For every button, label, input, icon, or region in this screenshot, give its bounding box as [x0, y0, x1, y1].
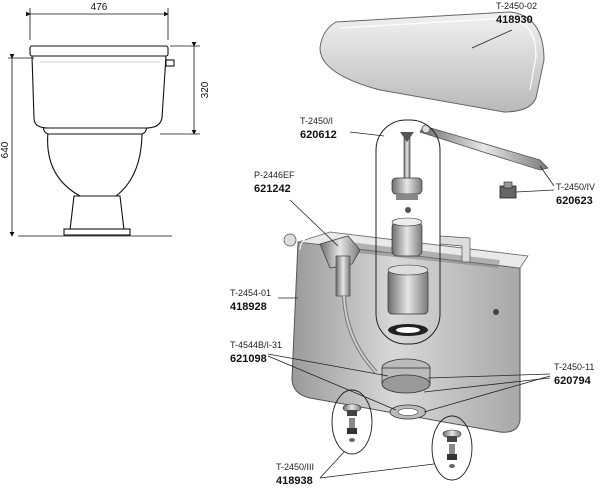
svg-text:418930: 418930	[496, 14, 533, 26]
leader-lines	[267, 29, 555, 479]
svg-text:T-2450/III: T-2450/III	[276, 462, 314, 472]
svg-text:621242: 621242	[254, 183, 291, 195]
dim-total-height: 640	[0, 141, 11, 158]
svg-text:T-2450/I: T-2450/I	[300, 116, 333, 126]
dim-width: 476	[91, 2, 108, 13]
dim-tank-height: 320	[200, 81, 211, 98]
svg-text:620623: 620623	[556, 195, 593, 207]
svg-text:T-2450-11: T-2450-11	[554, 362, 594, 372]
label-tank: T-2454-01 418928	[230, 288, 271, 313]
svg-text:418928: 418928	[230, 301, 267, 313]
svg-text:T-2450/IV: T-2450/IV	[556, 182, 595, 192]
label-lever-clip: T-2450/IV 620623	[556, 182, 595, 207]
svg-text:T-2450-02: T-2450-02	[496, 1, 537, 11]
svg-text:T-4544B/I-31: T-4544B/I-31	[230, 340, 282, 350]
svg-text:620794: 620794	[554, 375, 592, 387]
svg-text:621098: 621098	[230, 353, 267, 365]
bolt-set-right	[431, 415, 473, 481]
label-fill-valve: P-2446EF 621242	[254, 170, 295, 195]
fill-valve	[319, 235, 378, 374]
label-flush-valve: T-2450/I 620612	[300, 116, 337, 141]
label-valve-ring: T-2450-11 620794	[554, 362, 594, 387]
bolt-set-left	[331, 389, 373, 455]
lever-clip	[499, 181, 517, 199]
label-bolt-set: T-2450/III 418938	[276, 462, 314, 487]
tank-lid	[319, 11, 545, 113]
flush-lever-arm	[419, 124, 549, 171]
valve-ring	[381, 358, 431, 394]
toilet-side-view: 476 320 640	[0, 2, 211, 237]
label-lid: T-2450-02 418930	[496, 1, 537, 26]
lock-nut	[389, 404, 427, 420]
flush-valve-group-outline	[375, 119, 441, 345]
svg-text:620612: 620612	[300, 129, 337, 141]
svg-text:T-2454-01: T-2454-01	[230, 288, 271, 298]
svg-text:P-2446EF: P-2446EF	[254, 170, 295, 180]
flush-valve	[387, 132, 429, 336]
svg-text:418938: 418938	[276, 475, 313, 487]
label-outlet: T-4544B/I-31 621098	[230, 340, 282, 365]
